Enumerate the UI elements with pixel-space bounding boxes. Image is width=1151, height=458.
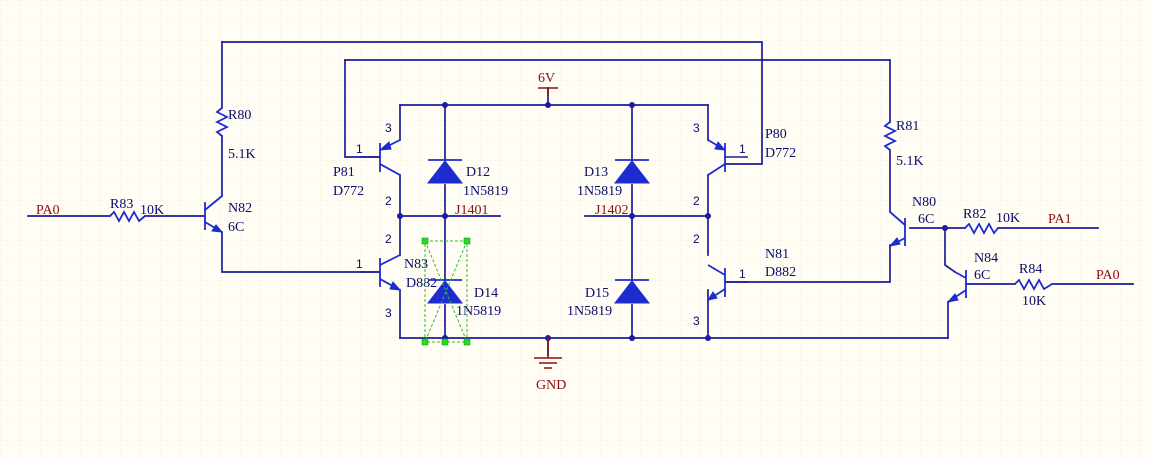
resistor-r82[interactable]: R82 10K — [963, 207, 1020, 235]
d12-value: 1N5819 — [463, 184, 508, 199]
diode-d12[interactable]: D12 1N5819 — [426, 159, 508, 199]
resistor-r80[interactable]: R80 5.1K — [214, 107, 256, 162]
d13-ref: D13 — [584, 165, 608, 180]
r80-ref: R80 — [228, 108, 251, 123]
r82-ref: R82 — [963, 207, 986, 222]
selection-box-d14[interactable] — [421, 237, 471, 346]
transistor-n81[interactable]: 1 2 3 N81 D882 — [693, 232, 796, 328]
n81-value: D882 — [765, 265, 796, 280]
transistor-n80[interactable]: N80 6C — [888, 195, 936, 247]
r81-value: 5.1K — [896, 154, 924, 169]
net-label-pa0-right: PA0 — [1096, 268, 1120, 283]
vcc-symbol[interactable]: 6V — [538, 71, 558, 96]
transistor-n84[interactable]: N84 6C — [946, 251, 998, 303]
wires — [27, 41, 1134, 356]
r80-value: 5.1K — [228, 147, 256, 162]
n82-ref: N82 — [228, 201, 252, 216]
p80-pin-3: 3 — [693, 121, 700, 135]
p80-ref: P80 — [765, 127, 787, 142]
gnd-label: GND — [536, 378, 566, 393]
n83-pin-3: 3 — [385, 306, 392, 320]
n83-pin-2: 2 — [385, 232, 392, 246]
resistor-r81[interactable]: R81 5.1K — [882, 119, 924, 169]
d13-value: 1N5819 — [577, 184, 622, 199]
transistor-n83[interactable]: 1 2 3 N83 D882 — [356, 232, 437, 320]
p81-pin-3: 3 — [385, 121, 392, 135]
p81-pin-2: 2 — [385, 194, 392, 208]
r81-ref: R81 — [896, 119, 919, 134]
n84-value: 6C — [974, 268, 990, 283]
vcc-label: 6V — [538, 71, 555, 86]
p81-pin-1: 1 — [356, 142, 363, 156]
net-label-pa1: PA1 — [1048, 212, 1072, 227]
n84-ref: N84 — [974, 251, 998, 266]
resistor-r83[interactable]: R83 10K — [109, 197, 164, 223]
n81-ref: N81 — [765, 247, 789, 262]
r82-value: 10K — [996, 211, 1020, 226]
p81-ref: P81 — [333, 165, 355, 180]
d14-ref: D14 — [474, 286, 498, 301]
d14-value: 1N5819 — [456, 304, 501, 319]
n83-value: D882 — [406, 276, 437, 291]
n83-pin-1: 1 — [356, 257, 363, 271]
p80-value: D772 — [765, 146, 796, 161]
r83-value: 10K — [140, 203, 164, 218]
n81-pin-2: 2 — [693, 232, 700, 246]
resistor-r84[interactable]: R84 10K — [1014, 262, 1053, 309]
r83-ref: R83 — [110, 197, 133, 212]
n80-value: 6C — [918, 212, 934, 227]
p81-value: D772 — [333, 184, 364, 199]
d12-ref: D12 — [466, 165, 490, 180]
n81-pin-1: 1 — [739, 267, 746, 281]
d15-value: 1N5819 — [567, 304, 612, 319]
p80-pin-2: 2 — [693, 194, 700, 208]
r84-ref: R84 — [1019, 262, 1042, 277]
r84-value: 10K — [1022, 294, 1046, 309]
transistor-p80[interactable]: 1 3 2 P80 D772 — [693, 121, 796, 208]
net-label-j1401: J1401 — [455, 203, 488, 218]
n81-pin-3: 3 — [693, 314, 700, 328]
gnd-symbol[interactable]: GND — [534, 338, 566, 393]
transistor-p81[interactable]: 1 3 2 P81 D772 — [333, 121, 401, 208]
n83-ref: N83 — [404, 257, 428, 272]
net-label-j1402: J1402 — [595, 203, 628, 218]
n82-value: 6C — [228, 220, 244, 235]
diode-d13[interactable]: D13 1N5819 — [577, 159, 651, 199]
p80-pin-1: 1 — [739, 142, 746, 156]
net-label-pa0-left: PA0 — [36, 203, 60, 218]
d15-ref: D15 — [585, 286, 609, 301]
n80-ref: N80 — [912, 195, 936, 210]
transistor-n82[interactable]: N82 6C — [204, 195, 252, 235]
diode-d15[interactable]: D15 1N5819 — [567, 279, 651, 319]
